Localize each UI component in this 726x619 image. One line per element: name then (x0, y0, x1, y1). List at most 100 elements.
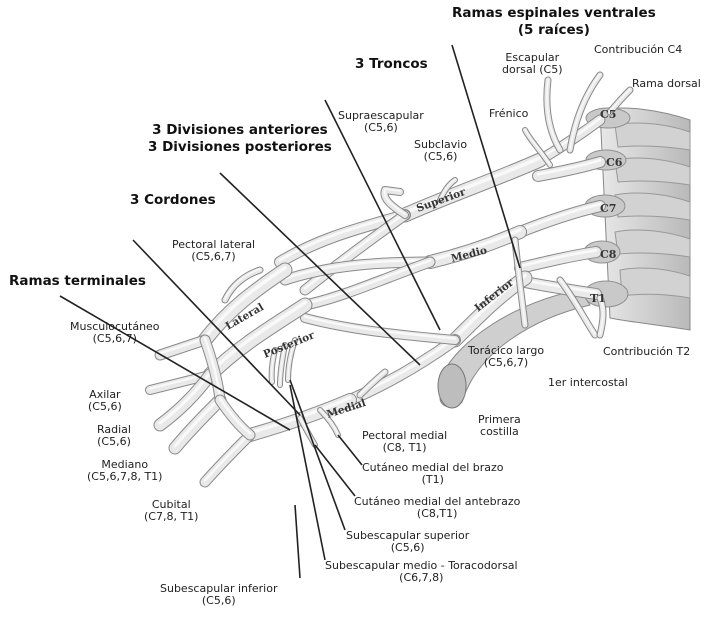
root-c6-highlight (536, 158, 602, 176)
dorsal-scapular-name: Escapular (505, 51, 560, 64)
ventral-roots-leader (451, 44, 521, 269)
root-c8-highlight (518, 248, 598, 268)
middle-subscapular-leader (289, 384, 326, 561)
medial-cutaneous-forearm-leader (314, 444, 356, 497)
ulnar-nerve-body (200, 430, 255, 487)
upper-subscapular-nerve (285, 337, 298, 383)
mid-post-division-highlight (303, 259, 432, 305)
contribution-t2-nerve (596, 294, 607, 339)
first-rib-line1: Primera (478, 413, 521, 426)
medial-pectoral-label: Pectoral medial (C8, T1) (362, 430, 447, 454)
medial-pectoral-nerve (356, 368, 389, 399)
long-thoracic-roots: (C5,6,7) (483, 356, 529, 369)
contribution-c4-nerve (566, 71, 604, 154)
median-lateral-root-highlight (203, 337, 222, 400)
root-c7 (514, 200, 606, 238)
trunks-leader (324, 99, 441, 331)
first-intercostal-label: 1er intercostal (548, 376, 628, 389)
mid-ant-division-highlight (283, 259, 432, 280)
subclavian-label: Subclavio (C5,6) (414, 139, 467, 163)
contribution-c4-label: Contribución C4 (594, 43, 683, 56)
axillary-label: Axilar (C5,6) (88, 389, 122, 413)
first-intercostal-nerve-highlight (559, 278, 596, 335)
dorsal-scapular-label: Escapular dorsal (C5) (502, 52, 563, 76)
ventral-roots-header: Ramas espinales ventrales (5 raíces) (452, 5, 656, 39)
root-c8 (514, 246, 602, 274)
medial-pectoral-nerve-highlight (359, 370, 386, 395)
root-c6 (532, 156, 606, 182)
lateral-cord (197, 262, 293, 348)
dorsal-ramus-label: Rama dorsal (632, 77, 701, 90)
mid-ant-division (279, 256, 436, 286)
ulnar-nerve-highlight (203, 432, 252, 482)
c6-label: C6 (606, 156, 623, 169)
long-thoracic-nerve-highlight (514, 238, 526, 325)
cords-leader (132, 239, 301, 416)
lateral-pectoral-nerve-highlight (224, 268, 261, 300)
median-roots: (C5,6,7,8, T1) (87, 470, 163, 483)
musculocutaneous-label: Musculocutáneo (C5,6,7) (70, 321, 160, 345)
ventral-roots-line2: (5 raíces) (517, 22, 590, 38)
upper-subscapular-roots: (C5,6) (390, 541, 425, 554)
mid-post-division-body (300, 257, 435, 310)
musculocutaneous-nerve (154, 334, 211, 361)
lateral-cord-highlight (203, 265, 287, 340)
ulnar-name: Cubital (151, 498, 191, 511)
suprascapular-nerve (380, 186, 409, 219)
long-thoracic-label: Torácico largo (C5,6,7) (468, 345, 544, 369)
inf-post-division-body (301, 314, 459, 344)
superior-trunk-body (398, 153, 547, 222)
suprascapular-nerve-highlight (383, 188, 406, 215)
inf-post-division (300, 313, 460, 345)
upper-subscapular-name: Subescapular superior (346, 529, 470, 542)
leader-lines (59, 44, 521, 579)
mid-ant-division-body (280, 257, 435, 285)
ventral-roots-line1: Ramas espinales ventrales (452, 5, 656, 21)
phrenic-nerve (522, 127, 553, 168)
dorsal-scapular-nerve-highlight (546, 78, 561, 150)
medial-cutaneous-arm-name: Cutáneo medial del brazo (362, 461, 504, 474)
radial-roots: (C5,6) (97, 435, 131, 448)
mid-post-division (299, 256, 436, 311)
first-intercostal-nerve (556, 276, 599, 339)
sup-post-division (299, 209, 411, 296)
divisions-header: 3 Divisiones anteriores 3 Divisiones pos… (148, 122, 332, 156)
lateral-pectoral-nerve (221, 266, 264, 304)
lower-subscapular-nerve-highlight (271, 348, 276, 382)
vertebral-column (583, 107, 691, 331)
medio-trunk-label: Medio (450, 244, 488, 265)
superior-trunk-highlight (403, 155, 542, 215)
suprascapular-roots: (C5,6) (364, 121, 398, 134)
medial-cutaneous-forearm-roots: (C8,T1) (416, 507, 458, 520)
suprascapular-label: Supraescapular (C5,6) (338, 110, 424, 134)
medial-cutaneous-arm-leader (337, 434, 363, 466)
subclavian-name: Subclavio (414, 138, 468, 151)
axillary-name: Axilar (89, 388, 121, 401)
musculocutaneous-roots: (C5,6,7) (92, 332, 137, 345)
c8-label: C8 (600, 248, 617, 261)
long-thoracic-nerve (511, 236, 529, 329)
middle-subscapular-label: Subescapular medio - Toracodorsal (C6,7,… (325, 560, 518, 584)
middle-subscapular-nerve (277, 342, 288, 388)
c5-label: C5 (600, 108, 616, 121)
ulnar-roots: (C7,8, T1) (144, 510, 199, 523)
long-thoracic-name: Torácico largo (468, 344, 545, 357)
inferior-subscapular-name: Subescapular inferior (160, 582, 278, 595)
lateral-pectoral-label: Pectoral lateral (C5,6,7) (172, 239, 255, 263)
dorsal-ramus (606, 86, 634, 116)
radial-label: Radial (C5,6) (97, 424, 131, 448)
dorsal-scapular-roots: dorsal (C5) (502, 63, 563, 76)
medial-cutaneous-arm-roots: (T1) (421, 473, 444, 486)
upper-subscapular-leader (289, 379, 346, 531)
medial-pectoral-roots: (C8, T1) (382, 441, 427, 454)
c7-label: C7 (600, 202, 616, 215)
posterior-cord-highlight (208, 300, 307, 375)
first-rib-line2: costilla (480, 425, 519, 438)
t1-label: T1 (590, 292, 606, 305)
dorsal-ramus-highlight (609, 88, 631, 112)
middle-subscapular-name: Subescapular medio - Toracodorsal (325, 559, 518, 572)
nerve-network (145, 71, 634, 488)
median-medial-root (214, 394, 256, 441)
musculocutaneous-name: Musculocutáneo (70, 320, 160, 333)
